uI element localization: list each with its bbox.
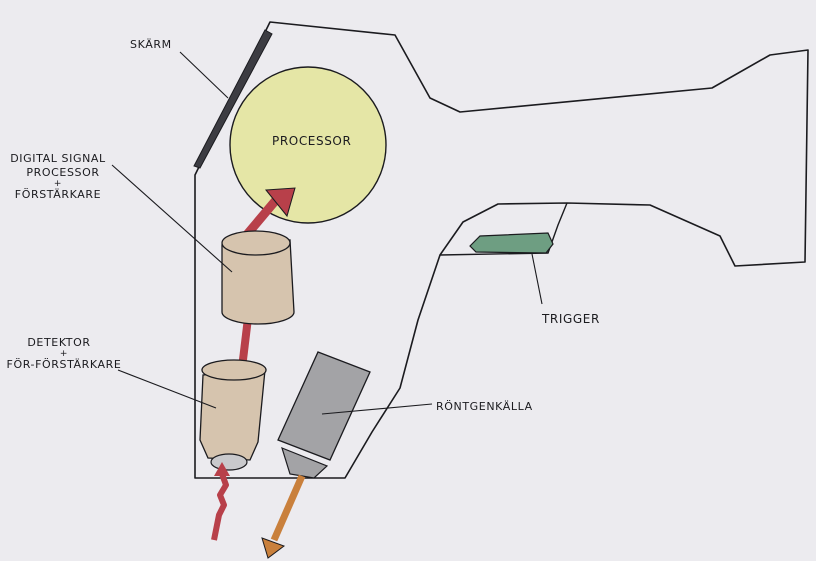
xray-source-component xyxy=(277,351,371,461)
dsp-label-plus: + xyxy=(53,179,63,189)
detector-window xyxy=(210,453,248,471)
dsp-leader-line xyxy=(111,164,233,273)
detector-label-plus: + xyxy=(59,349,69,359)
processor-circle xyxy=(229,66,387,224)
dsp-label-line3: FÖRSTÄRKARE xyxy=(14,188,102,201)
detector-leader-line xyxy=(117,369,217,409)
outgoing-xray-arrowhead xyxy=(261,537,286,559)
xray-source-label: RÖNTGENKÄLLA xyxy=(436,400,533,413)
incoming-xray-arrowhead xyxy=(214,462,230,476)
dsp-amplifier-top xyxy=(221,230,291,256)
dsp-amplifier-component xyxy=(221,239,295,325)
detector-label-line2: FÖR-FÖRSTÄRKARE xyxy=(6,358,122,371)
grip-inner-line xyxy=(439,202,568,256)
trigger-leader-line xyxy=(531,253,543,305)
trigger-shape xyxy=(469,232,554,254)
incoming-xray-arrow xyxy=(211,472,229,541)
signal-arrow-head xyxy=(265,187,296,218)
dsp-label: DIGITAL SIGNAL PROCESSOR + FÖRSTÄRKARE xyxy=(2,152,114,202)
detector-component xyxy=(199,369,266,461)
processor-label: PROCESSOR xyxy=(272,134,352,148)
dsp-label-line1: DIGITAL SIGNAL xyxy=(10,152,106,165)
outgoing-xray-arrow xyxy=(270,474,306,542)
xray-source-leader-line xyxy=(321,403,433,415)
signal-arrow-lower xyxy=(238,317,252,369)
dsp-label-line2: PROCESSOR xyxy=(26,166,100,179)
detector-label-line1: DETEKTOR xyxy=(27,336,91,349)
screen-shape xyxy=(193,29,273,169)
screen-label: SKÄRM xyxy=(130,38,172,51)
detector-top xyxy=(201,359,267,381)
xray-source-tip xyxy=(281,446,329,479)
device-body-outline xyxy=(194,21,809,479)
screen-leader-line xyxy=(179,51,229,99)
trigger-label: TRIGGER xyxy=(542,312,600,326)
detector-label: DETEKTOR + FÖR-FÖRSTÄRKARE xyxy=(4,336,124,372)
